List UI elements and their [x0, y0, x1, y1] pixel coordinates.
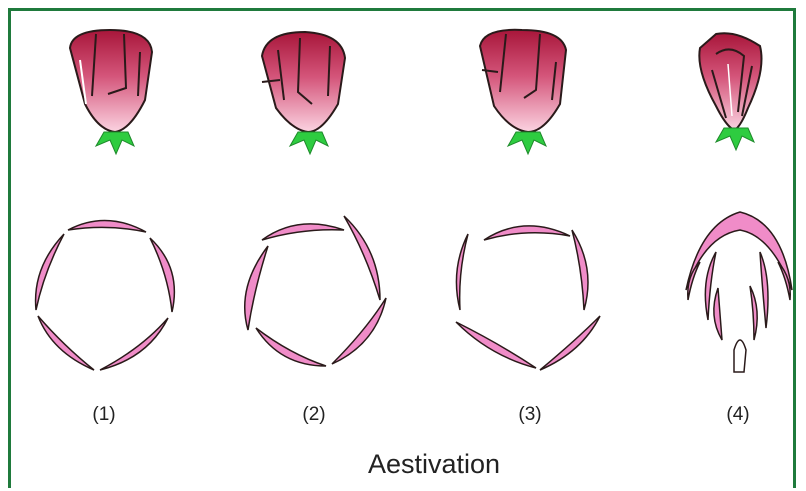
- flower-bud-1: [70, 30, 152, 154]
- label-1: (1): [92, 404, 115, 426]
- petal-arrangement-1: [36, 220, 175, 370]
- petal-arrangement-4: [686, 212, 792, 372]
- label-2: (2): [302, 404, 325, 426]
- flower-bud-2: [262, 32, 345, 154]
- petal-arrangement-3: [456, 226, 600, 370]
- diagram-title: Aestivation: [368, 449, 500, 480]
- flower-bud-4: [699, 33, 761, 150]
- petal-arrangement-2: [245, 216, 386, 366]
- label-3: (3): [518, 404, 541, 426]
- label-4: (4): [726, 404, 749, 426]
- flower-bud-3: [480, 30, 566, 154]
